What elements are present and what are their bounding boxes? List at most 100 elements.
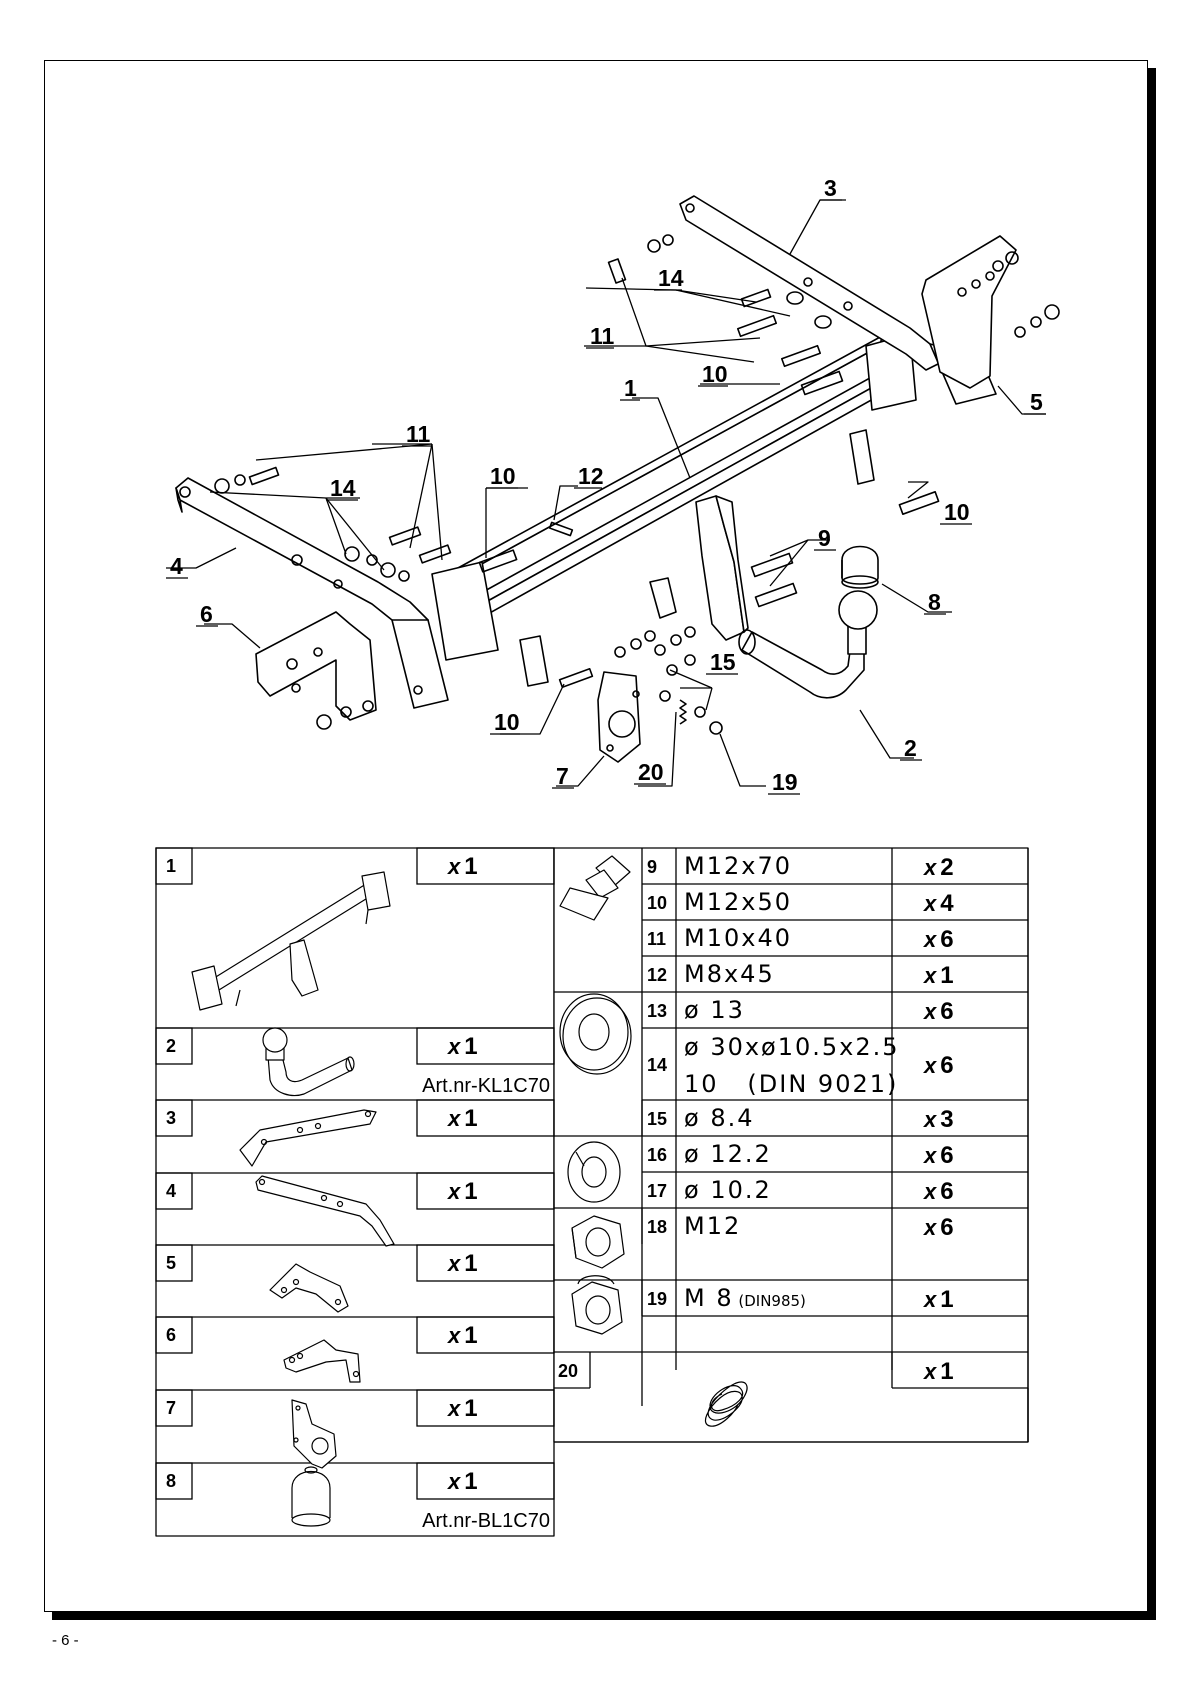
part-number-box xyxy=(155,1462,193,1500)
part-number: 8 xyxy=(166,1471,176,1491)
main-crossbar-drawing xyxy=(431,333,917,687)
callout-8: 8 xyxy=(928,589,941,615)
callout-4: 4 xyxy=(170,553,183,579)
lock-nut-icon xyxy=(571,1275,623,1335)
center-tongue-drawing xyxy=(649,495,749,641)
callout-2: 2 xyxy=(904,735,917,761)
callout-11-left: 11 xyxy=(406,421,431,447)
callout-9: 9 xyxy=(818,525,831,551)
thumb-ball-cover xyxy=(291,1466,331,1527)
part-number-box xyxy=(155,1172,193,1210)
bracket-6-drawing xyxy=(255,611,377,721)
spring-icon xyxy=(705,1381,748,1427)
part-number: 4 xyxy=(166,1181,176,1201)
callout-5: 5 xyxy=(1030,389,1043,415)
hardware-drawing xyxy=(214,234,1060,735)
part-number: 1 xyxy=(166,856,176,876)
bracket-5-drawing xyxy=(921,235,1017,389)
article-number: Art.nr-KL1C70 xyxy=(422,1075,550,1097)
part-spec: M10x40 xyxy=(684,924,792,952)
part-number: 9 xyxy=(647,857,657,877)
callout-underlines xyxy=(166,199,1046,795)
part-number: 11 xyxy=(647,929,666,949)
part-spec-line-2: 10 (DIN 9021) xyxy=(684,1070,898,1098)
part-number: 3 xyxy=(166,1108,176,1128)
part-spec: M 8 (DIN985) xyxy=(684,1284,806,1312)
callout-14-left: 14 xyxy=(330,475,356,501)
thumb-bracket-3 xyxy=(239,1109,377,1167)
callout-20: 20 xyxy=(638,759,664,785)
left-bracket-4-drawing xyxy=(175,477,449,709)
quantity-box xyxy=(416,1027,555,1065)
table-thumbnails xyxy=(191,855,748,1527)
part-number: 20 xyxy=(558,1361,578,1381)
part-spec: ø 13 xyxy=(684,996,745,1024)
bolt-icon xyxy=(559,855,631,921)
page-number: - 6 - xyxy=(52,1632,79,1649)
thumb-bracket-6 xyxy=(283,1339,361,1383)
part-number: 2 xyxy=(166,1036,176,1056)
hex-nut-icon xyxy=(571,1215,625,1269)
spring-washer-icon xyxy=(567,1141,621,1203)
thumb-socket-plate xyxy=(291,1399,337,1469)
part-number-box xyxy=(155,1027,193,1065)
part-spec: ø 8.4 xyxy=(684,1104,754,1132)
part-number: 19 xyxy=(647,1289,667,1309)
leader-lines xyxy=(166,199,1046,787)
thumb-towball xyxy=(262,1027,355,1097)
quantity-box xyxy=(416,847,555,885)
callout-3: 3 xyxy=(824,175,837,201)
part-number: 17 xyxy=(647,1181,667,1201)
part-number: 14 xyxy=(647,1055,667,1075)
part-number: 10 xyxy=(647,893,667,913)
callout-12: 12 xyxy=(578,463,604,489)
part-number-box xyxy=(155,1099,193,1137)
part-number: 5 xyxy=(166,1253,176,1273)
part-spec: M12x70 xyxy=(684,852,792,880)
quantity-box xyxy=(416,1099,555,1137)
part-number: 16 xyxy=(647,1145,667,1165)
part-spec: ø 30xø10.5x2.5 xyxy=(684,1033,900,1061)
callout-11-right: 11 xyxy=(590,323,615,349)
quantity-box xyxy=(416,1389,555,1427)
thumb-crossbar xyxy=(191,871,391,1011)
part-number: 15 xyxy=(647,1109,667,1129)
quantity-box xyxy=(416,1316,555,1354)
callout-6: 6 xyxy=(200,601,213,627)
part-spec: M12 xyxy=(684,1212,741,1240)
part-spec: M8x45 xyxy=(684,960,775,988)
quantity-box xyxy=(416,1244,555,1282)
washer-icon xyxy=(559,993,632,1075)
part-number: 7 xyxy=(166,1398,176,1418)
